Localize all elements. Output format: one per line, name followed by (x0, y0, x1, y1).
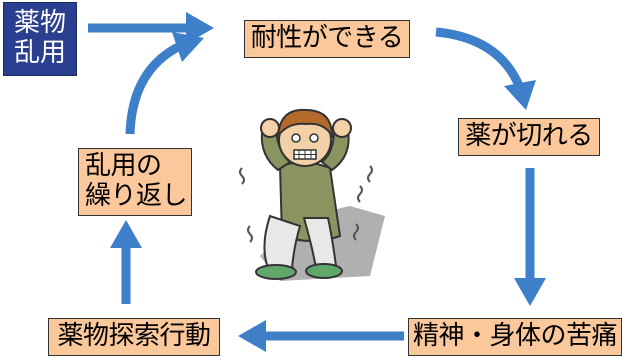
node-seeking-label: 薬物探索行動 (57, 321, 211, 352)
node-wear-off: 薬が切れる (458, 118, 600, 156)
right-eye-shape (309, 133, 319, 143)
arrow-seeking-to-repeat (110, 220, 142, 304)
right-shoe-shape (305, 263, 343, 279)
node-repeat-abuse: 乱用の 繰り返し (78, 148, 192, 216)
arrow-wearoff-to-suffering (514, 168, 546, 306)
hair-shape (276, 108, 334, 140)
node-suffering-label: 精神・身体の苦痛 (412, 321, 618, 352)
arrow-suffering-to-seeking (238, 320, 404, 352)
arrow-tolerance-to-wearoff (435, 27, 536, 110)
node-drug-abuse-line2: 乱用 (13, 38, 66, 68)
left-hand-shape (260, 118, 280, 138)
left-shoe-shape (255, 264, 297, 280)
node-drug-abuse: 薬物 乱用 (3, 2, 77, 76)
arrow-repeat-to-tolerance (125, 32, 204, 135)
node-repeat-line1: 乱用の (85, 151, 162, 182)
distressed-person-figure (239, 108, 385, 281)
node-repeat-line2: 繰り返し (85, 181, 188, 211)
tremble-marks (239, 165, 373, 243)
node-wear-off-label: 薬が切れる (465, 121, 593, 152)
node-drug-abuse-line1: 薬物 (13, 8, 66, 39)
node-tolerance-label: 耐性ができる (250, 23, 404, 54)
node-tolerance: 耐性ができる (244, 20, 410, 58)
left-eye-shape (291, 133, 301, 143)
node-seeking: 薬物探索行動 (48, 318, 220, 356)
right-hand-shape (332, 118, 352, 138)
node-suffering: 精神・身体の苦痛 (408, 318, 622, 356)
